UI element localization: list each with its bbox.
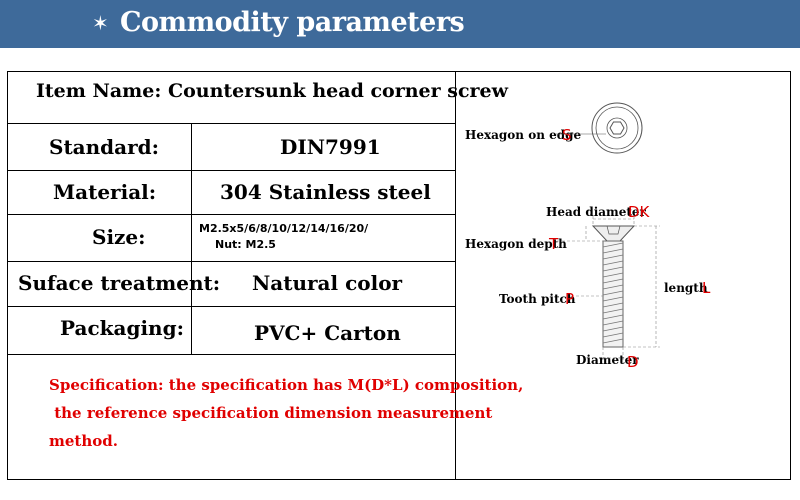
specification-line-2: the reference specification dimension me… [49, 404, 493, 422]
specification-note: Specification: the specification has M(D… [49, 371, 524, 455]
material-label: Material: [53, 180, 157, 204]
surface-treatment-label: Suface treatment: [18, 271, 221, 295]
parameters-table [7, 71, 791, 480]
row-divider [7, 306, 456, 307]
item-name: Item Name: Countersunk head corner screw [36, 80, 508, 102]
specification-line-3: method. [49, 432, 118, 450]
hexagon-depth-label: Hexagon depth [465, 237, 567, 251]
row-divider [7, 214, 456, 215]
row-divider [7, 354, 456, 355]
length-letter: L [702, 279, 711, 297]
size-value-line2: Nut: M2.5 [215, 238, 276, 251]
hexagon-on-edge-label: Hexagon on edge [465, 128, 582, 142]
standard-value: DIN7991 [280, 135, 381, 159]
head-diameter-letter: DK [628, 203, 650, 221]
length-label: length [664, 281, 708, 295]
material-value: 304 Stainless steel [220, 180, 431, 204]
row-divider [7, 123, 456, 124]
row-divider [7, 261, 456, 262]
head-diameter-label: Head diameter [546, 205, 646, 219]
tooth-pitch-letter: P [565, 290, 575, 308]
surface-treatment-value: Natural color [252, 271, 403, 295]
standard-label: Standard: [49, 135, 160, 159]
packaging-label: Packaging: [60, 316, 184, 340]
hexagon-depth-letter: T [549, 235, 559, 253]
specification-line-1: Specification: the specification has M(D… [49, 376, 524, 394]
size-value-line1: M2.5x5/6/8/10/12/14/16/20/ [199, 222, 369, 235]
header-banner: ✶ Commodity parameters [0, 0, 800, 48]
star-icon: ✶ [92, 11, 109, 35]
row-divider [7, 170, 456, 171]
hexagon-on-edge-letter: S [562, 126, 572, 144]
size-label: Size: [92, 225, 146, 249]
tooth-pitch-label: Tooth pitch [499, 292, 576, 306]
packaging-value: PVC+ Carton [254, 321, 401, 345]
column-divider [191, 123, 192, 354]
page-title: Commodity parameters [120, 7, 465, 38]
table-diagram-divider [455, 71, 456, 480]
diameter-letter: D [627, 353, 639, 371]
